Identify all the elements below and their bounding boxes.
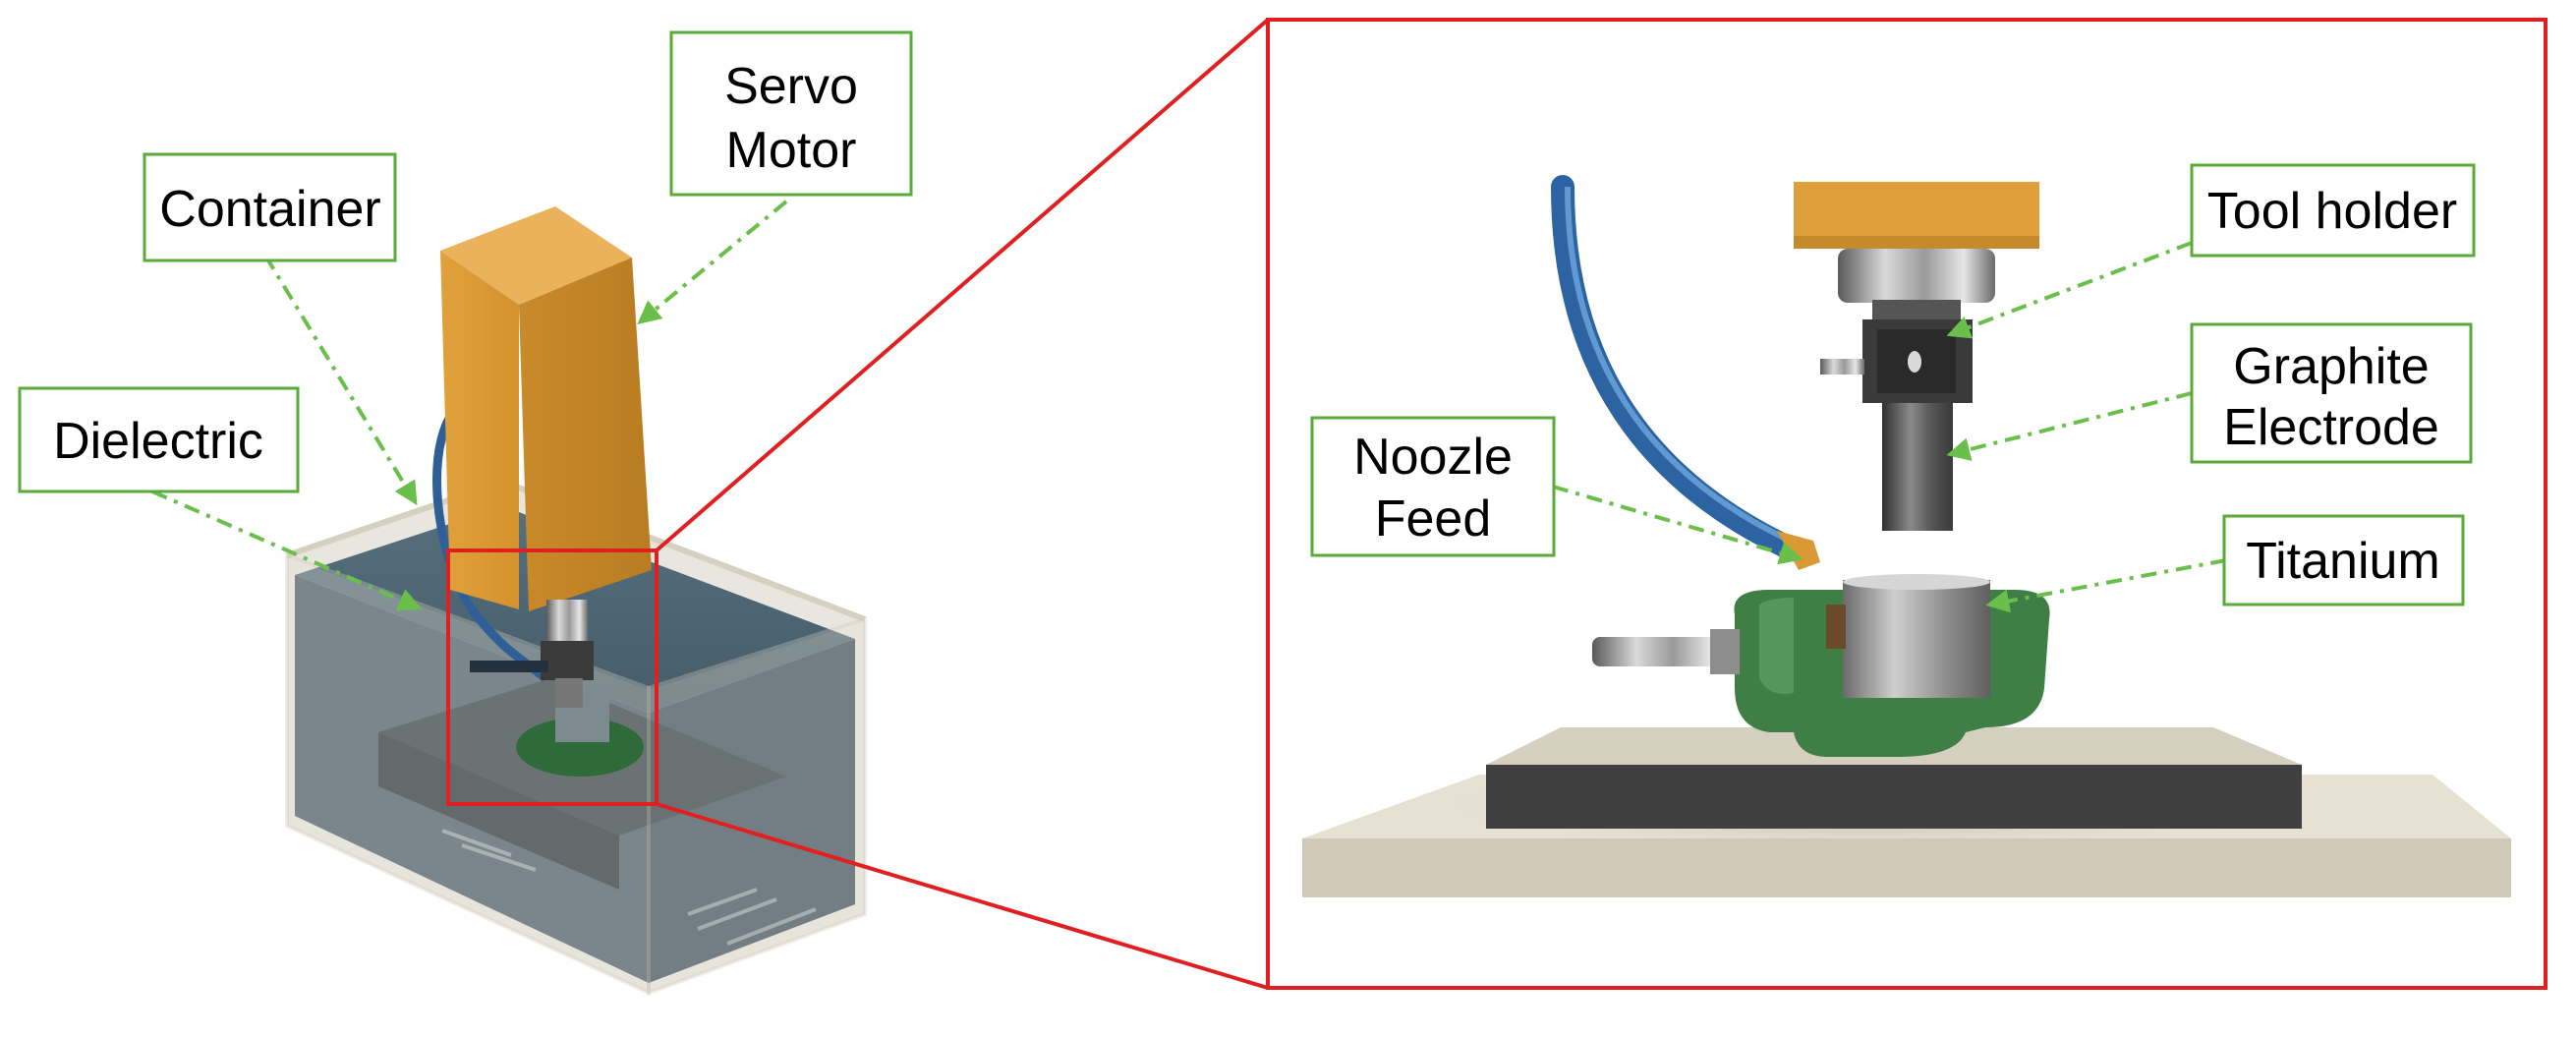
label-noozle-feed-line2: Feed [1375,490,1492,548]
label-dielectric-box [18,386,300,493]
left-tool-holder [541,641,594,680]
label-servo-motor-line2: Motor [726,122,857,179]
servo-motor-top [440,206,632,305]
zoom-spindle-collar [1872,300,1961,321]
dielectric-side [649,639,855,983]
label-graphite-electrode-box [2190,322,2473,464]
label-titanium-text: Titanium [2246,533,2439,590]
left-fixture [516,718,644,777]
submerged-table-front [378,732,619,890]
dielectric-hose [1551,175,1796,557]
graphite-electrode [1882,403,1953,531]
label-noozle-feed-line1: Noozle [1353,429,1513,486]
zoom-spindle [1838,249,1995,303]
zoom-region-box [446,548,658,806]
label-graphite-electrode-line2: Electrode [2223,399,2439,456]
label-titanium: Titanium [2222,514,2465,606]
zoom-line-bottom [656,802,1269,990]
label-noozle-feed: Noozle Feed [1310,416,1556,557]
label-container-text: Container [159,181,380,238]
work-table-front [1486,765,2302,829]
arrow-graphite-electrode [1946,391,2193,461]
clamp-rod [1592,637,1740,666]
servo-motor-side [519,258,652,611]
titanium-workpiece [1843,580,1990,698]
arrow-tool-holder [1946,241,2193,339]
zoom-line-top [655,18,1270,552]
dielectric-hose-highlight [1565,186,1786,541]
clamp-rod-collar [1710,629,1740,674]
callout-arrows [151,200,2227,613]
servo-motor-front [440,251,519,609]
label-container: Container [143,152,397,262]
label-tool-holder-box [2190,163,2476,258]
titanium-brown-block [1826,605,1846,649]
label-dielectric: Dielectric [18,386,300,493]
arrow-noozle-feed [1552,485,1803,565]
label-titanium-box [2222,514,2465,606]
left-electrode [555,678,583,708]
arrow-dielectric [151,490,423,611]
zoom-detail [1302,175,2511,897]
label-noozle-feed-box [1310,416,1556,557]
titanium-top [1843,574,1990,590]
label-tool-holder-text: Tool holder [2207,183,2457,240]
label-servo-motor-line1: Servo [724,58,858,115]
green-fixture-highlight [1759,598,1794,694]
arrow-titanium [1985,558,2227,613]
label-graphite-electrode: Graphite Electrode [2190,322,2473,464]
label-container-box [143,152,397,262]
label-servo-motor-box [669,30,913,197]
left-spindle [546,600,588,644]
fluid-reflections [441,829,817,946]
zoom-motor-base [1794,236,2039,249]
label-graphite-electrode-line1: Graphite [2233,338,2429,395]
arrow-container [263,254,418,506]
label-servo-motor: Servo Motor [669,30,913,197]
tool-holder-screw [1908,351,1921,373]
arrow-servo-motor [637,200,788,325]
container-side-wall [647,616,867,996]
tool-holder-pin [1820,359,1864,375]
left-nozzle-arm [470,661,548,672]
label-tool-holder: Tool holder [2190,163,2476,258]
label-dielectric-text: Dielectric [53,413,263,470]
left-assembly [285,206,867,997]
